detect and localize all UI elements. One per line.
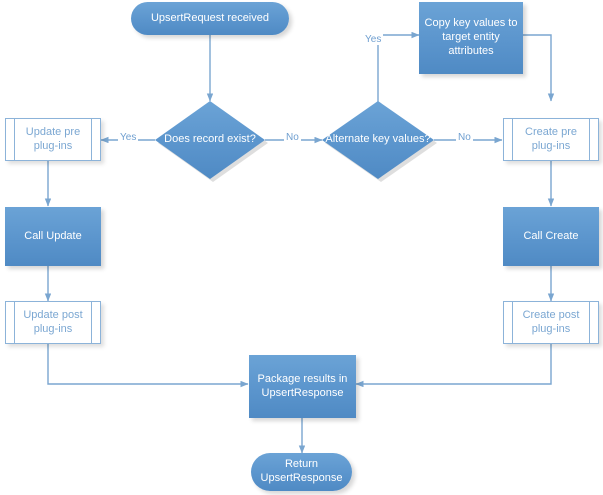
node-start-label: UpsertRequest received — [150, 11, 269, 24]
node-update-pre-plugins-label: Update pre plug-ins — [25, 125, 81, 152]
node-does-record-exist-label: Does record exist? — [164, 133, 256, 146]
node-copy-key-values-label: Copy key values to target entity attribu… — [424, 17, 518, 57]
node-alternate-key-values-label: Alternate key values? — [325, 133, 431, 146]
node-create-post-plugins[interactable]: Create post plug-ins — [503, 301, 599, 344]
node-create-pre-plugins[interactable]: Create pre plug-ins — [503, 118, 599, 161]
node-update-pre-plugins[interactable]: Update pre plug-ins — [5, 118, 101, 161]
node-call-update[interactable]: Call Update — [5, 207, 101, 266]
node-return-response[interactable]: Return UpsertResponse — [251, 453, 352, 491]
node-package-results-label: Package results in UpsertResponse — [257, 372, 348, 399]
node-start[interactable]: UpsertRequest received — [131, 2, 289, 35]
node-update-post-plugins-label: Update post plug-ins — [23, 308, 83, 335]
node-copy-key-values[interactable]: Copy key values to target entity attribu… — [419, 2, 523, 74]
node-call-create-label: Call Create — [523, 229, 579, 242]
node-create-pre-plugins-label: Create pre plug-ins — [525, 125, 577, 152]
node-update-post-plugins[interactable]: Update post plug-ins — [5, 301, 101, 344]
edge-update-post-to-package-results — [47, 343, 249, 388]
node-call-create[interactable]: Call Create — [503, 207, 599, 266]
edge-label-yes-record-exists: Yes — [118, 132, 139, 143]
node-package-results[interactable]: Package results in UpsertResponse — [249, 355, 356, 418]
edge-label-no-record-exists: No — [284, 132, 301, 143]
node-alternate-key-values[interactable]: Alternate key values? — [322, 101, 437, 182]
edge-create-post-to-package-results — [355, 343, 552, 388]
node-does-record-exist[interactable]: Does record exist? — [155, 101, 268, 182]
node-call-update-label: Call Update — [24, 229, 82, 242]
edge-label-yes-alternate-keys: Yes — [363, 34, 384, 45]
edge-copy-key-values-to-create-pre — [523, 34, 555, 102]
edge-label-no-alternate-keys: No — [456, 132, 473, 143]
node-create-post-plugins-label: Create post plug-ins — [522, 308, 580, 335]
node-return-response-label: Return UpsertResponse — [260, 458, 343, 484]
